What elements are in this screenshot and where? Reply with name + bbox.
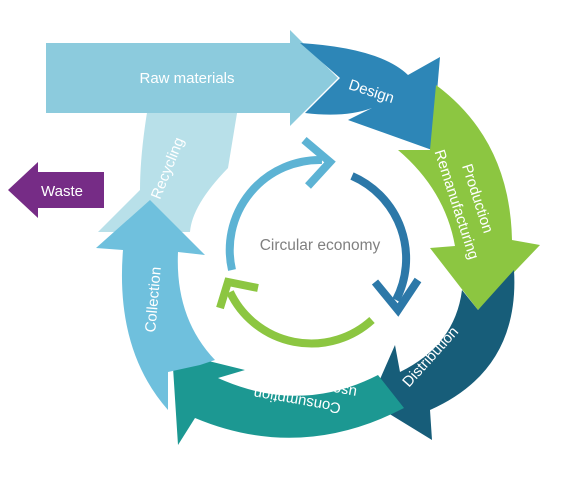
waste-label: Waste: [41, 183, 83, 200]
design-segment: [300, 43, 440, 150]
consumption-segment: [172, 352, 404, 445]
inner-arrow-dark-blue-head: [371, 277, 422, 317]
raw-materials-arrow: [46, 30, 338, 126]
inner-arrow-green: [226, 290, 375, 348]
production-segment: [398, 85, 540, 310]
inner-arrow-dark-blue: [350, 172, 411, 302]
recycling-segment: [98, 95, 240, 232]
raw-materials-label: Raw materials: [139, 70, 234, 87]
center-label: Circular economy: [260, 237, 381, 254]
inner-arrow-green-head: [216, 277, 259, 310]
inner-arrow-light-blue-head: [301, 136, 336, 189]
inner-arrow-light-blue: [225, 155, 323, 271]
distribution-segment: [370, 270, 515, 440]
collection-label: Collection: [142, 266, 165, 333]
waste-arrow: [8, 162, 104, 218]
collection-segment: [96, 200, 215, 410]
